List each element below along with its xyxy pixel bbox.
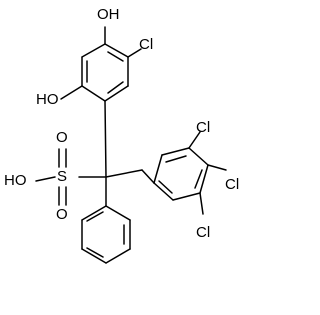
chemical-structure-diagram: OH Cl HO Cl Cl Cl HO S O O bbox=[0, 0, 280, 315]
bond-central-to-trichlorophenyl bbox=[105, 169, 143, 178]
bond-upper-3 bbox=[104, 85, 129, 102]
chlorine-label-3: Cl bbox=[196, 119, 210, 136]
bond-tri-6 bbox=[153, 154, 163, 184]
hydroxy-label-top: OH bbox=[97, 6, 120, 23]
lower-phenyl-ring bbox=[81, 205, 131, 264]
bond-sulfur-hydroxy bbox=[35, 176, 56, 182]
bond-hydroxy-left bbox=[60, 85, 83, 100]
bond-lower-4 bbox=[81, 248, 107, 264]
hydroxy-label-left: HO bbox=[36, 91, 59, 108]
bond-lower-1 bbox=[105, 205, 131, 221]
bond-lower-3 bbox=[105, 248, 131, 264]
bond-upper-double-2 bbox=[107, 81, 124, 94]
bond-lower-6 bbox=[81, 205, 107, 221]
bond-tri-double-1 bbox=[165, 155, 187, 163]
bond-tri-double-3 bbox=[158, 180, 173, 194]
bond-tri-5 bbox=[153, 182, 174, 201]
bond-lower-double-2 bbox=[86, 247, 104, 258]
upper-phenyl-ring bbox=[81, 43, 129, 102]
bond-tri-1 bbox=[161, 147, 190, 156]
chlorine-label-5: Cl bbox=[196, 224, 210, 241]
sulfonic-acid-group bbox=[35, 148, 67, 206]
oxygen-label-top: O bbox=[56, 129, 68, 146]
bond-chloro-upper bbox=[127, 48, 142, 58]
bond-tri-4 bbox=[172, 192, 201, 201]
bond-upper-to-central-carbon bbox=[104, 100, 107, 178]
trichlorophenyl-ring bbox=[141, 147, 209, 201]
bond-upper-6 bbox=[81, 43, 106, 58]
bond-trichlorophenyl-attachment bbox=[141, 169, 155, 184]
chlorine-label-upper-ring: Cl bbox=[139, 36, 153, 53]
bond-upper-double-1 bbox=[107, 51, 124, 62]
bond-tri-3 bbox=[199, 164, 209, 194]
bond-chloro-3 bbox=[188, 131, 201, 149]
bond-upper-1 bbox=[104, 43, 129, 58]
chlorine-label-4: Cl bbox=[225, 176, 239, 193]
bond-tri-2 bbox=[188, 147, 209, 166]
sulfonic-hydroxy-label: HO bbox=[4, 172, 27, 189]
bond-chloro-5 bbox=[199, 192, 204, 215]
bond-chloro-4 bbox=[207, 164, 227, 171]
diagram-background bbox=[0, 0, 280, 315]
bond-lower-double-3 bbox=[86, 211, 104, 222]
oxygen-label-bottom: O bbox=[56, 206, 68, 223]
bond-tri-double-2 bbox=[194, 169, 203, 189]
sulfur-label: S bbox=[57, 168, 67, 185]
bond-upper-4 bbox=[81, 85, 106, 102]
